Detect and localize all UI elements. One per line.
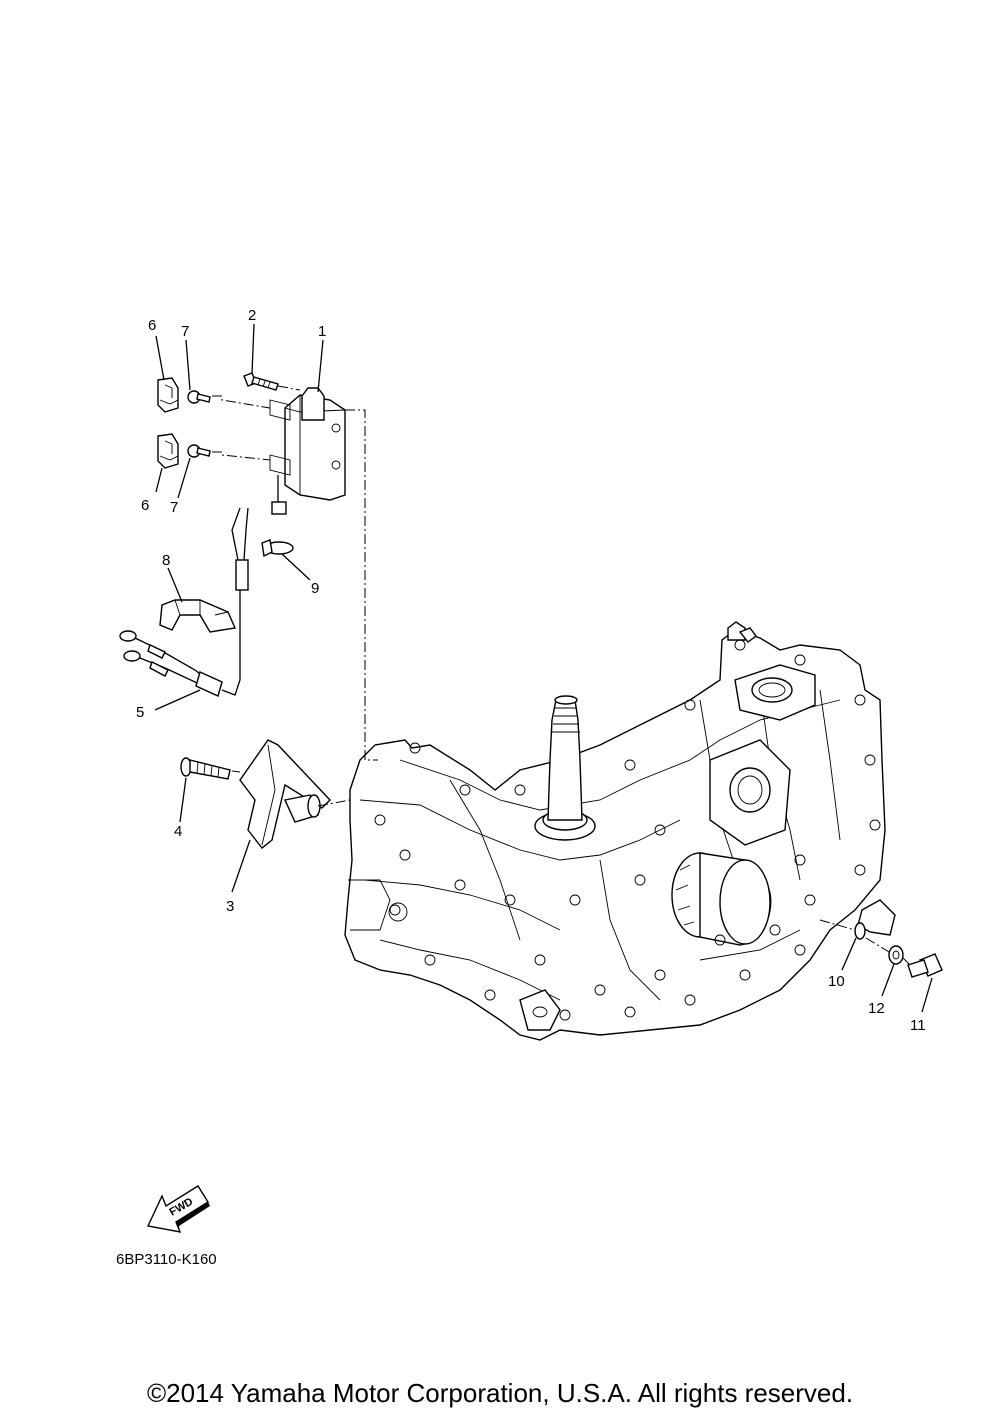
callout-5: 5 <box>136 704 144 721</box>
bolt-4 <box>180 757 231 780</box>
engine-block <box>344 621 886 1041</box>
callout-6-upper: 6 <box>148 317 156 334</box>
callout-6-lower: 6 <box>141 497 149 514</box>
fwd-arrow: FWD <box>146 1185 210 1233</box>
clamp-6-lower <box>157 433 179 469</box>
leader-lines <box>154 323 933 1013</box>
sensor-bracket-3 <box>239 739 331 849</box>
callout-12: 12 <box>868 1000 885 1017</box>
wire-harness <box>231 507 249 591</box>
band-9 <box>261 539 294 558</box>
callout-7-upper: 7 <box>181 323 189 340</box>
cdi-unit <box>269 387 346 515</box>
callout-2: 2 <box>248 307 256 324</box>
callout-3: 3 <box>226 898 234 915</box>
screw-7-lower <box>187 444 211 458</box>
callout-9: 9 <box>311 580 319 597</box>
callout-7-lower: 7 <box>170 499 178 516</box>
callout-1: 1 <box>318 323 326 340</box>
assembly-lines <box>212 385 911 966</box>
bolt-2 <box>243 372 279 391</box>
callout-10: 10 <box>828 973 845 990</box>
clamp-10 <box>854 899 896 940</box>
screw-7-upper <box>187 390 211 404</box>
ground-lead-5 <box>119 590 241 697</box>
diagram-code: 6BP3110-K160 <box>116 1251 217 1268</box>
callout-11: 11 <box>910 1017 926 1034</box>
callout-numbers: 1 2 6 7 6 7 8 9 5 4 3 10 12 11 <box>136 307 926 1034</box>
copyright-notice: ©2014 Yamaha Motor Corporation, U.S.A. A… <box>146 1378 854 1408</box>
bolt-11 <box>907 953 943 978</box>
washer-12 <box>888 945 904 965</box>
holder-8 <box>159 599 237 633</box>
clamp-6-upper <box>157 377 179 413</box>
callout-4: 4 <box>174 823 182 840</box>
callout-8: 8 <box>162 552 170 569</box>
